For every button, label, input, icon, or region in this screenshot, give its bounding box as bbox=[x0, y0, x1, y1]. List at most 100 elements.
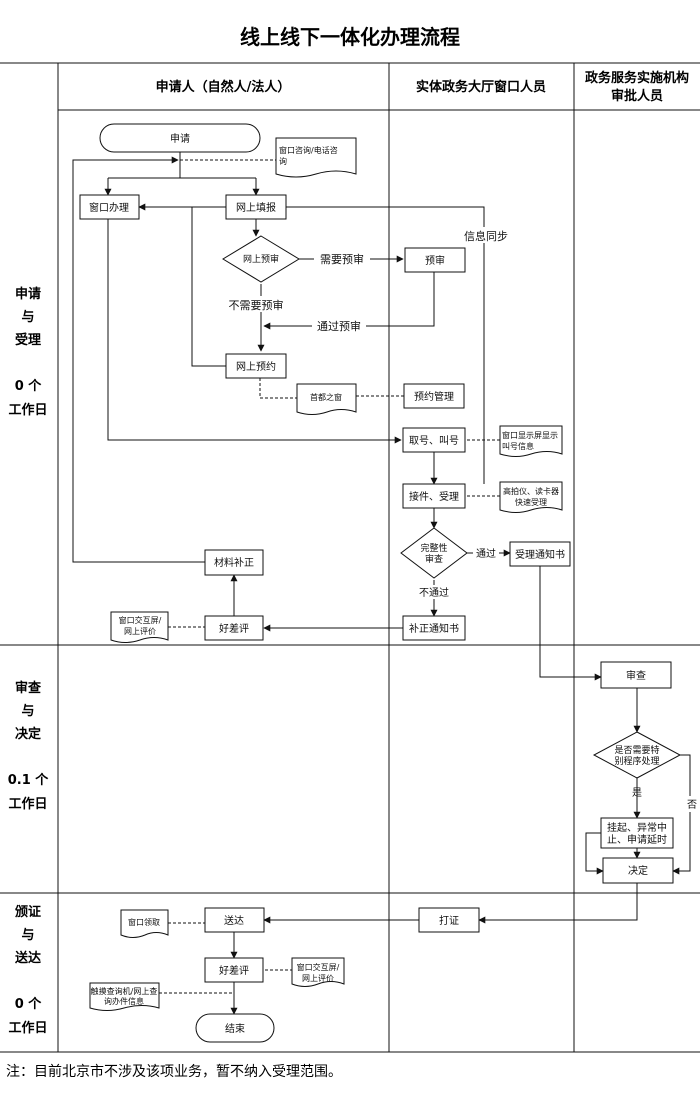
doc-consult-text-1: 窗口咨询/电话咨 bbox=[279, 145, 338, 155]
chart-title: 线上线下一体化办理流程 bbox=[240, 25, 460, 49]
svg-text:审查: 审查 bbox=[15, 680, 42, 696]
doc-screen-text-1: 窗口显示屏显示 bbox=[502, 430, 558, 440]
label-review: 审查 bbox=[626, 669, 646, 682]
edge-label-no: 否 bbox=[687, 799, 697, 811]
label-special-1: 是否需要特 bbox=[614, 744, 659, 756]
node-end bbox=[195, 1013, 275, 1043]
svg-text:决定: 决定 bbox=[15, 726, 41, 742]
label-completeness-1: 完整性 bbox=[420, 542, 447, 554]
doc-screen-text-2: 叫号信息 bbox=[502, 441, 534, 451]
edge-label-pass-pre: 通过预审 bbox=[317, 319, 361, 333]
connectors bbox=[72, 152, 691, 1015]
node-online-appointment bbox=[225, 353, 287, 379]
node-apply bbox=[99, 123, 261, 153]
node-accept bbox=[402, 483, 466, 509]
svg-text:送达: 送达 bbox=[14, 950, 41, 966]
svg-text:颁证: 颁证 bbox=[15, 905, 41, 920]
doc-window-pickup-text: 窗口领取 bbox=[128, 917, 160, 927]
node-print bbox=[418, 907, 480, 933]
doc-capital-window bbox=[296, 383, 357, 415]
lane-header-applicant: 申请人（自然人/法人） bbox=[156, 79, 291, 95]
label-appointment-mgmt: 预约管理 bbox=[414, 390, 454, 403]
node-supplement-notice bbox=[402, 615, 466, 641]
stage-label-deliver: 颁证 与 送达 0 个 工作日 bbox=[8, 905, 47, 1036]
node-pre-review-decision bbox=[222, 235, 300, 283]
svg-text:0.1 个: 0.1 个 bbox=[8, 772, 50, 788]
doc-kiosk-2 bbox=[291, 957, 345, 987]
doc-kiosk-1 bbox=[110, 611, 169, 643]
label-suspend-2: 止、申请延时 bbox=[607, 833, 667, 846]
edge-label-yes: 是 bbox=[632, 787, 642, 799]
label-online-fill: 网上填报 bbox=[236, 201, 276, 214]
doc-consult bbox=[275, 137, 357, 178]
doc-touch-text-2: 询办件信息 bbox=[104, 996, 144, 1006]
label-end: 结束 bbox=[225, 1022, 245, 1035]
svg-text:工作日: 工作日 bbox=[8, 796, 47, 812]
svg-text:与: 与 bbox=[21, 928, 34, 943]
svg-text:0 个: 0 个 bbox=[15, 996, 43, 1012]
svg-text:申请: 申请 bbox=[15, 286, 41, 302]
label-special-2: 别程序处理 bbox=[614, 755, 659, 767]
node-special-decision bbox=[592, 731, 682, 779]
label-suspend-1: 挂起、异常中 bbox=[607, 821, 667, 834]
doc-window-pickup bbox=[120, 909, 169, 938]
node-online-fill bbox=[225, 194, 287, 220]
lane-header-hall-staff: 实体政务大厅窗口人员 bbox=[416, 79, 546, 95]
lane-header-approver: 政务服务实施机构 bbox=[585, 70, 689, 86]
doc-kiosk-2-text-2: 网上评价 bbox=[302, 974, 334, 983]
node-rating-2 bbox=[204, 957, 264, 983]
label-queue: 取号、叫号 bbox=[409, 435, 459, 447]
lane-header-approver-2: 审批人员 bbox=[611, 88, 663, 104]
node-supplement bbox=[204, 549, 264, 576]
stage-label-accept: 申请 与 受理 0 个 工作日 bbox=[8, 286, 47, 418]
node-queue bbox=[402, 427, 466, 453]
label-rating-2: 好差评 bbox=[219, 964, 249, 977]
label-apply: 申请 bbox=[170, 132, 190, 145]
doc-kiosk-1-text-2: 网上评价 bbox=[124, 627, 156, 636]
node-suspend bbox=[600, 817, 674, 849]
svg-text:与: 与 bbox=[21, 310, 34, 325]
svg-text:与: 与 bbox=[21, 704, 34, 719]
label-pre-review-q: 网上预审 bbox=[243, 253, 279, 265]
svg-text:工作日: 工作日 bbox=[8, 402, 47, 418]
svg-text:工作日: 工作日 bbox=[8, 1020, 47, 1036]
doc-touch-text-1: 触摸查询机/网上查 bbox=[91, 986, 158, 996]
label-supplement-notice: 补正通知书 bbox=[409, 622, 459, 635]
node-rating-1 bbox=[204, 615, 264, 641]
label-decision: 决定 bbox=[628, 864, 648, 877]
doc-scanner-text-1: 高拍仪、读卡器 bbox=[503, 486, 559, 496]
dashed-connectors bbox=[159, 159, 500, 994]
label-accept-notice: 受理通知书 bbox=[515, 548, 565, 561]
edge-label-no-need-pre: 不需要预审 bbox=[229, 298, 284, 312]
doc-kiosk-2-text-1: 窗口交互屏/ bbox=[297, 962, 340, 972]
doc-kiosk-1-text-1: 窗口交互屏/ bbox=[119, 615, 162, 625]
footnote: 注：目前北京市不涉及该项业务，暂不纳入受理范围。 bbox=[6, 1063, 342, 1080]
doc-scanner bbox=[499, 481, 563, 513]
node-window-handling bbox=[79, 194, 140, 220]
label-accept: 接件、受理 bbox=[409, 490, 459, 503]
edge-label-pass: 通过 bbox=[476, 547, 496, 560]
swimlane-grid bbox=[0, 62, 700, 1053]
doc-capital-window-text: 首都之窗 bbox=[310, 392, 342, 402]
label-pre-review: 预审 bbox=[425, 254, 445, 267]
svg-text:受理: 受理 bbox=[15, 332, 41, 348]
doc-consult-text-2: 询 bbox=[279, 156, 287, 166]
edge-label-need-pre: 需要预审 bbox=[320, 252, 364, 266]
doc-screen bbox=[499, 425, 563, 457]
label-online-appointment: 网上预约 bbox=[236, 360, 276, 373]
node-appointment-mgmt bbox=[403, 383, 465, 409]
edge-label-fail: 不通过 bbox=[419, 586, 449, 599]
node-review bbox=[600, 661, 672, 689]
node-pre-review bbox=[404, 247, 466, 273]
node-accept-notice bbox=[509, 541, 571, 567]
stage-label-review: 审查 与 决定 0.1 个 工作日 bbox=[8, 680, 50, 812]
label-window-handling: 窗口办理 bbox=[89, 201, 129, 214]
edge-label-info-sync: 信息同步 bbox=[464, 229, 508, 243]
label-rating-1: 好差评 bbox=[219, 622, 249, 635]
node-completeness-decision bbox=[400, 527, 468, 579]
label-supplement: 材料补正 bbox=[214, 556, 254, 569]
svg-text:0 个: 0 个 bbox=[15, 378, 43, 394]
label-deliver: 送达 bbox=[224, 914, 244, 927]
doc-touch bbox=[89, 982, 160, 1011]
